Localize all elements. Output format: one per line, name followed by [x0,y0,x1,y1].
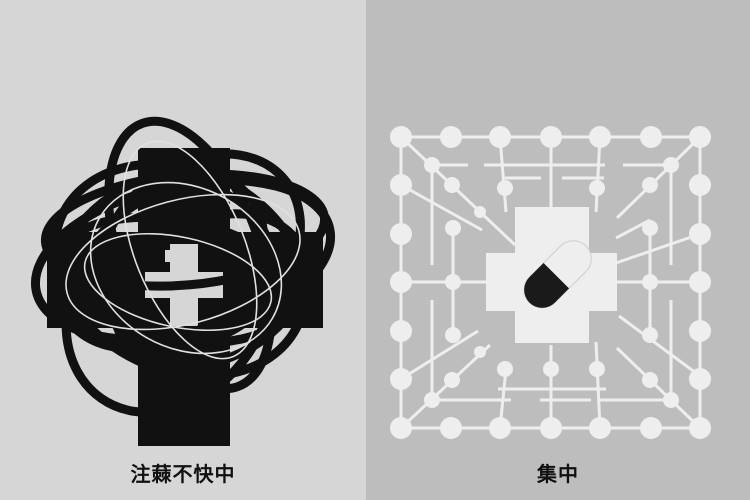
right-caption: 集中 [537,462,579,486]
left-caption: 注蕀不快中 [130,462,236,486]
right-panel-focus: 集中 [366,0,750,500]
tangled-cross-icon [30,116,336,446]
network-cross-icon [390,126,711,439]
left-panel-chaos: 注蕀不快中 [0,0,366,500]
